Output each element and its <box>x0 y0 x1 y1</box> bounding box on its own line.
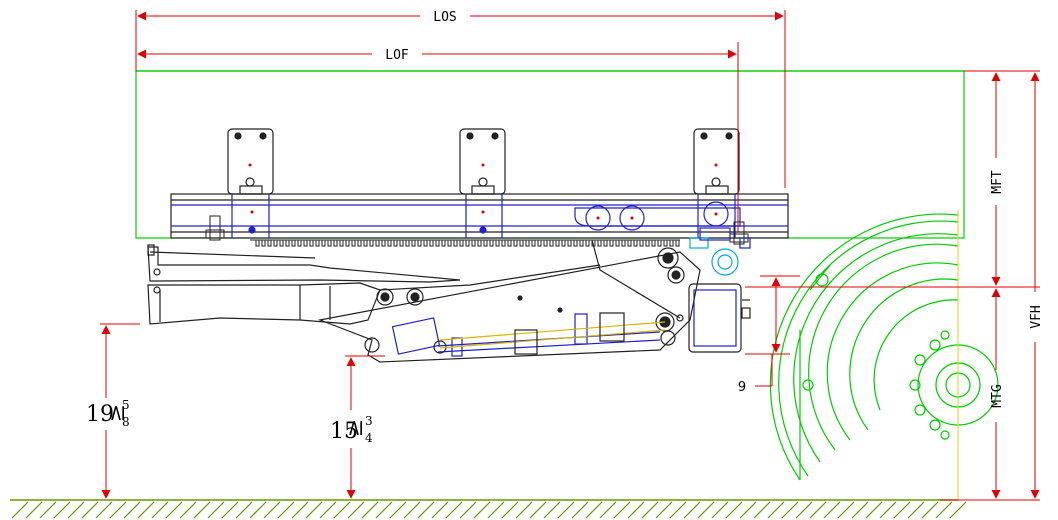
clearance-mid-frac-top: 3 <box>365 414 373 428</box>
dim-vfh: VFH <box>1029 72 1044 499</box>
mount-bracket-right <box>693 128 740 195</box>
clearance-left-value: 19 <box>86 402 114 427</box>
dim-mft: MFT <box>990 72 1005 286</box>
dim-ground-clearance-mid: 15 ≥ 3 4 <box>330 355 385 499</box>
clearance-mid-value: 15 <box>330 419 358 444</box>
truck-body-outline <box>135 70 965 239</box>
clearance-left-frac-bottom: 8 <box>122 415 130 429</box>
hydraulic-cylinder <box>439 312 666 355</box>
pump-motor-unit <box>676 283 751 353</box>
rear-wheel <box>769 213 999 481</box>
red-centerline-marks <box>248 163 718 220</box>
dim-ground-clearance-left: 19 ≥ 5 8 <box>86 323 140 499</box>
dim-nine-label: 9 <box>738 380 746 395</box>
main-rail <box>170 193 789 239</box>
dim-los-label: LOS <box>433 10 456 25</box>
blue-frame-members <box>171 194 788 238</box>
ground-line <box>10 499 967 519</box>
clearance-left-ge: ≥ <box>105 404 130 422</box>
mount-bracket-left <box>227 128 274 195</box>
dim-lof: LOF <box>137 42 739 232</box>
lift-linkage <box>317 239 701 363</box>
dim-lof-label: LOF <box>385 48 409 63</box>
motor-gear <box>689 227 751 276</box>
dim-nine: 9 <box>738 277 790 395</box>
stowed-platform <box>147 244 461 325</box>
gear-rack <box>250 239 680 247</box>
dim-vfh-label: VFH <box>1029 305 1044 328</box>
clearance-mid-ge: ≥ <box>343 419 368 437</box>
mount-bracket-mid <box>459 128 506 195</box>
dim-mft-label: MFT <box>990 170 1005 194</box>
blue-linkage <box>391 313 661 357</box>
clearance-left-frac-top: 5 <box>122 398 130 412</box>
clearance-mid-frac-bottom: 4 <box>365 431 373 445</box>
dim-mtg-label: MTG <box>990 384 1005 408</box>
dim-right-extension-lines <box>745 70 1040 501</box>
dim-los: LOS <box>135 10 786 188</box>
dim-mtg: MTG <box>990 288 1005 499</box>
